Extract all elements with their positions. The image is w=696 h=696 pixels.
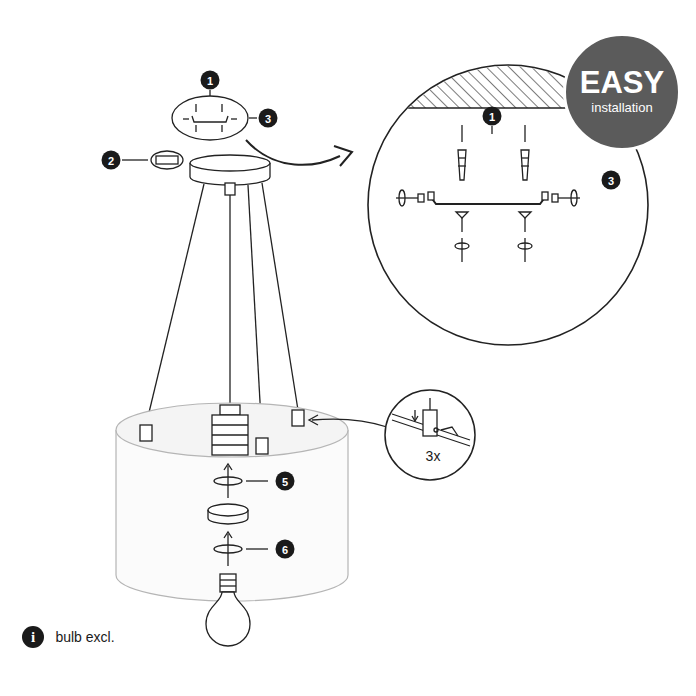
bulb-note: bulb excl. (53, 629, 116, 645)
callout-number: 6 (276, 540, 295, 559)
info-icon: i (22, 626, 44, 648)
badge-circle: EASYinstallation (563, 33, 681, 151)
badge-heading: EASY (580, 67, 664, 100)
callout-number: 1 (483, 107, 502, 126)
inset-ellipse (172, 96, 248, 140)
badge-subtext: installation (591, 100, 652, 117)
quantity-note: 3x (424, 448, 443, 464)
callout-number: 3 (602, 171, 621, 190)
callout-number: 5 (276, 472, 295, 491)
callout-number: 2 (102, 151, 121, 170)
callout-number: 1 (201, 71, 220, 90)
callout-number: 3 (259, 109, 278, 128)
